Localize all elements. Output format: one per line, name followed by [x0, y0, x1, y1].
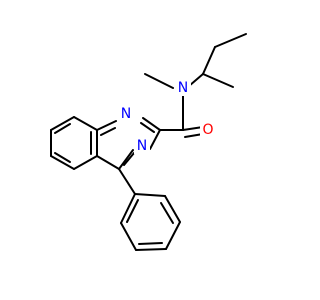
bond-ch2-ch	[202, 46, 216, 75]
benzo-ring	[50, 116, 98, 170]
sec-butyl-group	[188, 33, 247, 88]
bond-ch3-ch2	[214, 33, 247, 48]
molecule-structure: N N N O	[50, 33, 247, 251]
bond-ch-ch3	[202, 73, 234, 88]
bond-ch-n	[188, 73, 204, 87]
carbonyl-oxygen-label: O	[202, 122, 213, 138]
bond-c4-phenyl	[118, 168, 136, 195]
atom-labels: N N N O	[118, 80, 216, 154]
amide-nitrogen-label: N	[178, 80, 188, 96]
c4-n3-double-bond	[123, 152, 135, 166]
bond-n-methyl	[144, 73, 174, 89]
ring-nitrogen-1-label: N	[121, 106, 131, 122]
phenyl-ring	[120, 193, 181, 251]
ring-nitrogen-3-label: N	[137, 138, 147, 154]
pyrimidine-ring	[96, 117, 161, 170]
